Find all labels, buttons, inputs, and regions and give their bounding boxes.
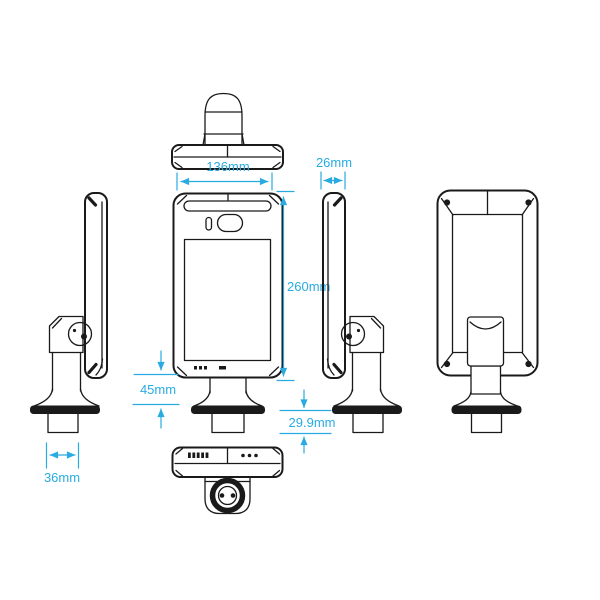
dimension-label-26mm: 26mm [316, 155, 352, 170]
right-flange-plate [332, 405, 402, 414]
socket-hole-left [219, 493, 225, 498]
right-slab-bottom-curve [326, 358, 335, 376]
front-flange-plate [191, 405, 265, 414]
dimension-device-width: 136mm [176, 159, 273, 191]
left-flange-trumpet [33, 388, 100, 407]
dimension-label-36mm: 36mm [44, 470, 80, 485]
front-pole-upper [209, 377, 247, 394]
right-elbow-chamfer [370, 317, 382, 329]
front-view [172, 192, 284, 434]
left-pole-lower [47, 413, 79, 434]
right-side-view [322, 192, 402, 434]
back-view [436, 189, 539, 434]
right-pivot-screw [346, 333, 352, 340]
bottom-port-marks [194, 366, 226, 370]
left-pole-upper [51, 351, 82, 392]
back-pole-upper [470, 365, 502, 395]
dimension-device-thickness: 26mm [316, 155, 352, 190]
dimension-flange-height: 29.9mm [279, 389, 336, 454]
screen [183, 238, 272, 362]
pole-socket-inner [217, 485, 238, 506]
back-pole-lower [470, 413, 503, 434]
right-flange-trumpet [333, 388, 400, 407]
front-corner-chamfers [176, 194, 280, 377]
back-mount-bracket [466, 316, 505, 367]
right-slab-bottom-corner-mark [332, 362, 343, 375]
left-slab-outline [84, 192, 108, 379]
corner-screws [443, 199, 532, 368]
dimension-device-height: 260mm [276, 190, 330, 382]
back-flange-plate [451, 405, 522, 414]
left-elbow-bracket [48, 315, 84, 354]
speaker-grille [188, 452, 209, 458]
dimension-label-29.9mm: 29.9mm [289, 415, 336, 430]
left-slab-bottom-corner-mark [87, 362, 98, 375]
right-slab-top-corner-mark [332, 196, 343, 207]
dimension-label-45mm: 45mm [140, 382, 176, 397]
socket-hole-right [230, 493, 236, 498]
left-elbow-chamfer [51, 317, 63, 329]
dimension-label-136mm: 136mm [206, 159, 249, 174]
light-strip [183, 200, 272, 212]
right-pivot-joint [340, 321, 366, 347]
right-slab-outline [322, 192, 346, 379]
back-flange-trumpet [453, 391, 519, 407]
left-side-view [30, 192, 108, 434]
dimension-base-pole-width: 36mm [44, 442, 80, 485]
top-view-corner-chamfers [174, 145, 281, 169]
flash-led [205, 216, 213, 231]
left-pivot-joint [67, 321, 93, 347]
back-bevel-diagonals [440, 197, 535, 369]
dimension-label-260mm: 260mm [287, 279, 330, 294]
left-pivot-screw [81, 333, 87, 340]
pole-socket-ring [209, 477, 246, 514]
left-slab-bottom-curve [95, 358, 104, 376]
right-elbow-bracket [349, 315, 385, 354]
right-pole-upper [351, 351, 382, 392]
back-bracket-curve [469, 321, 502, 330]
bottom-mount-tab [204, 476, 251, 515]
left-flange-plate [30, 405, 100, 414]
top-view [171, 92, 284, 170]
camera-window [216, 213, 244, 233]
dome-base-flare [202, 133, 245, 146]
bottom-view [171, 446, 284, 515]
front-flange-trumpet [193, 390, 263, 407]
front-pole-lower [211, 413, 245, 434]
right-pivot-pin [356, 328, 361, 333]
left-slab-top-corner-mark [87, 196, 98, 207]
front-case-outline [172, 192, 284, 379]
right-pole-lower [352, 413, 384, 434]
left-pivot-pin [72, 328, 77, 333]
microphone-holes [241, 453, 258, 458]
bottom-corner-chamfers [175, 447, 281, 477]
dimension-pole-height: 45mm [132, 350, 180, 429]
camera-dome-outline [204, 92, 243, 146]
